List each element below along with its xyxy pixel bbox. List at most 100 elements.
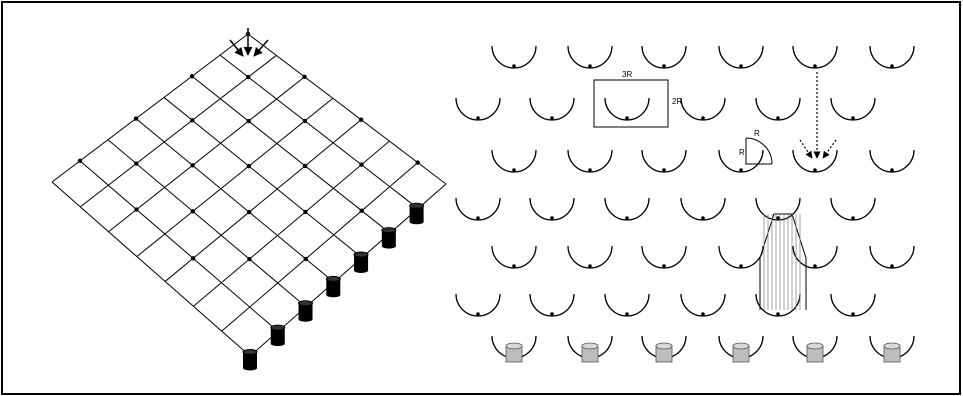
cup [792, 45, 838, 69]
dimension-box [593, 79, 669, 128]
black-bins [242, 202, 425, 371]
cup-with-bin [567, 335, 613, 363]
radius-label-side: R [739, 148, 745, 157]
peg [246, 118, 251, 124]
dotted-arrow-left [799, 139, 813, 159]
cup [869, 149, 915, 173]
peg [358, 117, 364, 122]
peg [190, 118, 195, 123]
cup [869, 45, 915, 69]
grid-line [79, 160, 279, 332]
cup [680, 97, 726, 121]
cup [755, 197, 801, 221]
grid-line [108, 76, 305, 233]
peg [190, 209, 196, 214]
entry-arrows [229, 28, 269, 57]
grid-line [219, 54, 419, 209]
cup [718, 45, 764, 69]
cup [830, 197, 876, 221]
cup-with-bin [792, 335, 838, 363]
peg [302, 118, 308, 124]
cup-with-bin [718, 335, 764, 363]
black-bin [409, 202, 425, 225]
cup-with-bin [869, 335, 915, 363]
cup [604, 293, 650, 317]
cup [455, 97, 501, 121]
peg [303, 256, 308, 262]
grid-line [51, 181, 251, 357]
dotted-drop-arrows [799, 72, 837, 159]
hatched-channel [759, 213, 807, 310]
cup [604, 197, 650, 221]
grid-line [135, 118, 335, 283]
peg [246, 74, 251, 80]
peg [247, 256, 252, 262]
grid-line [136, 97, 334, 257]
left-panel-grid-board [51, 28, 447, 371]
grid-line [79, 55, 277, 208]
height-label: 2R [672, 97, 682, 106]
peg [133, 116, 139, 121]
diamond-grid [51, 33, 447, 357]
entry-arrow-left [229, 39, 244, 57]
entry-arrow-right [253, 39, 269, 57]
peg [359, 208, 364, 213]
peg [189, 74, 195, 79]
peg [302, 74, 307, 80]
cup [491, 149, 537, 173]
grid-line [193, 140, 390, 307]
cup [455, 293, 501, 317]
cup-with-bin [491, 335, 537, 363]
peg [77, 158, 83, 164]
cup [567, 45, 613, 69]
cup [641, 45, 687, 69]
grid-line [221, 162, 419, 332]
right-panel-cups-board: 3R 2R R R [455, 45, 915, 363]
cup-with-bin [641, 335, 687, 363]
cup [792, 149, 838, 173]
cup [567, 149, 613, 173]
peg [415, 160, 420, 165]
cup [455, 197, 501, 221]
cup [680, 293, 726, 317]
grid-line [164, 119, 362, 282]
cup [491, 45, 537, 69]
peg [246, 163, 252, 169]
peg [190, 163, 195, 168]
grid-pegs [77, 31, 420, 262]
grid-line [163, 97, 363, 259]
cup-array [455, 45, 915, 317]
cup [718, 149, 764, 173]
black-bin [270, 324, 286, 347]
cup [567, 245, 613, 269]
black-bin [242, 349, 258, 371]
dotted-arrow-right [822, 139, 837, 159]
grid-line [107, 139, 307, 308]
cup [792, 245, 838, 269]
cup [604, 97, 650, 121]
cup [641, 149, 687, 173]
cup [529, 197, 575, 221]
peg [190, 256, 196, 261]
peg [302, 163, 308, 169]
cup [755, 97, 801, 121]
cup [529, 97, 575, 121]
cup [491, 245, 537, 269]
radius-marker-lines [745, 138, 772, 165]
black-bin [325, 275, 341, 298]
peg [246, 209, 252, 215]
cup [755, 293, 801, 317]
radius-label-top: R [754, 129, 760, 138]
peg [134, 161, 139, 166]
cup [830, 97, 876, 121]
cup [641, 245, 687, 269]
cup [869, 245, 915, 269]
black-bin [381, 227, 397, 249]
peg [303, 209, 308, 215]
cup [830, 293, 876, 317]
peg [359, 162, 364, 167]
grey-bins [491, 335, 915, 363]
